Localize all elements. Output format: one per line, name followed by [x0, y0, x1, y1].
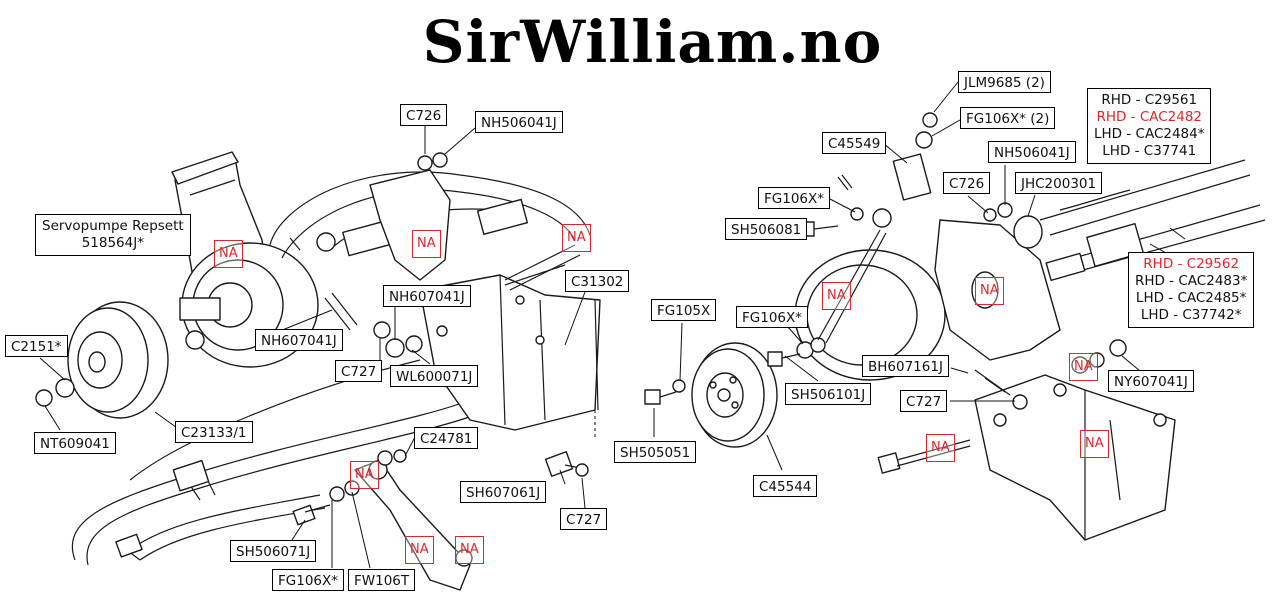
label-jhc200301: JHC200301: [1015, 172, 1103, 194]
label-c45549: C45549: [822, 132, 887, 154]
bracket-bottom-left: [292, 449, 589, 591]
fasteners-left: [324, 152, 581, 358]
label-fg106x-2: FG106X* (2): [960, 107, 1056, 129]
na-marker: NA: [405, 536, 434, 564]
na-marker: NA: [1069, 353, 1098, 381]
label-c727-right: C727: [900, 390, 948, 412]
na-marker: NA: [350, 461, 379, 489]
na-marker: NA: [412, 230, 441, 258]
label-ny607041j: NY607041J: [1108, 370, 1194, 392]
na-marker: NA: [975, 277, 1004, 305]
label-bh607161j: BH607161J: [862, 355, 949, 377]
leader-lines: [39, 81, 1186, 569]
label-c31302: C31302: [565, 270, 630, 292]
label-sh607061j: SH607061J: [460, 481, 547, 503]
label-wl600071j: WL600071J: [390, 365, 479, 387]
label-servopumpe-repsett: Servopumpe Repsett 518564J*: [35, 214, 191, 256]
label-nh607041j-b: NH607041J: [383, 285, 471, 307]
label-fg106x-left: FG106X*: [272, 569, 344, 591]
label-c727-left-a: C727: [335, 360, 383, 382]
label-c726-left: C726: [400, 104, 448, 126]
left-pulley: [35, 301, 169, 419]
label-fw106t: FW106T: [348, 569, 416, 591]
na-marker: NA: [455, 536, 484, 564]
hose-bottom-line-3: LHD - CAC2485*: [1135, 290, 1247, 306]
label-c727-left-b: C727: [560, 508, 608, 530]
label-c23133-1: C23133/1: [175, 421, 253, 443]
hose-bundle-left: [71, 359, 476, 566]
hose-bottom-line-2: RHD - CAC2483*: [1135, 273, 1248, 289]
right-pulley: [644, 342, 778, 448]
site-title: SirWilliam.no: [422, 8, 883, 76]
label-fg105x: FG105X: [651, 299, 717, 321]
na-marker: NA: [926, 434, 955, 462]
label-jlm9685: JLM9685 (2): [958, 71, 1051, 93]
label-c45544: C45544: [753, 475, 818, 497]
label-hose-return: RHD - C29562 RHD - CAC2483* LHD - CAC248…: [1128, 252, 1255, 328]
label-sh506071j: SH506071J: [230, 540, 317, 562]
label-nt609041: NT609041: [34, 432, 116, 454]
label-sh506101j: SH506101J: [785, 383, 872, 405]
label-sh506081: SH506081: [725, 218, 808, 240]
na-marker: NA: [214, 240, 243, 268]
label-nh506041j-left: NH506041J: [475, 111, 563, 133]
label-servo-line-1: Servopumpe Repsett: [42, 218, 184, 234]
hose-top-line-1: RHD - C29561: [1101, 92, 1198, 108]
na-marker: NA: [562, 224, 591, 252]
label-hose-pressure: RHD - C29561 RHD - CAC2482 LHD - CAC2484…: [1087, 88, 1212, 164]
label-fg106x-right-top: FG106X*: [758, 187, 830, 209]
bracket-right: [877, 219, 1176, 541]
hose-top-line-3: LHD - CAC2484*: [1094, 126, 1205, 142]
label-fg106x-right-mid: FG106X*: [736, 306, 808, 328]
hose-bottom-line-4: LHD - C37742*: [1140, 307, 1242, 323]
label-servo-line-2: 518564J*: [81, 235, 144, 251]
hose-top-line-2: RHD - CAC2482: [1096, 109, 1203, 125]
hose-top-line-4: LHD - C37741: [1102, 143, 1197, 159]
hose-bottom-line-1: RHD - C29562: [1143, 256, 1240, 272]
label-c726-right: C726: [943, 172, 991, 194]
label-c24781: C24781: [414, 427, 479, 449]
label-c2151: C2151*: [5, 335, 68, 357]
label-nh506041j-right: NH506041J: [988, 141, 1076, 163]
na-marker: NA: [1080, 430, 1109, 458]
fasteners-right: [799, 112, 1013, 237]
label-nh607041j-a: NH607041J: [255, 329, 343, 351]
mount-bracket-left: [369, 169, 601, 440]
na-marker: NA: [822, 282, 851, 310]
label-sh505051: SH505051: [614, 441, 697, 463]
